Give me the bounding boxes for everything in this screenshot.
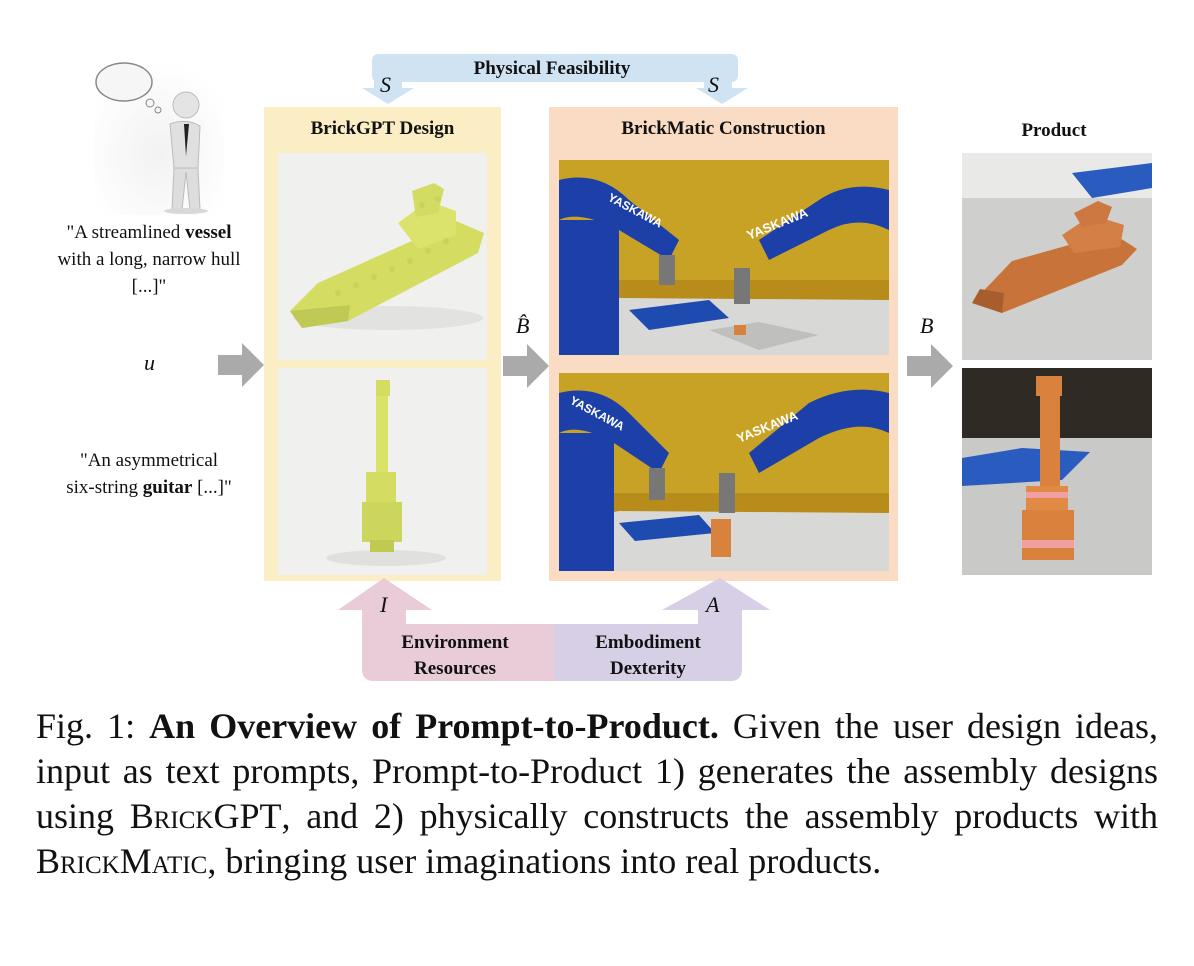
a-symbol: A — [706, 592, 720, 617]
caption-text-3: , bringing user imaginations into real p… — [207, 841, 882, 881]
environment-embodiment-arrow — [338, 578, 770, 681]
b-hat-symbol: B̂ — [516, 313, 530, 338]
environment-label: Environment — [401, 632, 509, 653]
prompt-vessel: "A streamlined vessel with a long, narro… — [30, 219, 268, 300]
product-title: Product — [1021, 120, 1087, 141]
guitar-design-image — [278, 368, 487, 575]
caption-brickgpt: BrickGPT — [129, 796, 282, 836]
prompt-vessel-keyword: vessel — [185, 222, 232, 243]
prompt-vessel-text-3: [...]" — [131, 276, 167, 297]
prompt-guitar: "An asymmetrical six-string guitar [...]… — [30, 447, 268, 501]
figure-caption: Fig. 1: An Overview of Prompt-to-Product… — [36, 704, 1158, 884]
vessel-design-image — [278, 153, 487, 360]
vessel-product-image — [962, 153, 1152, 360]
physical-feasibility-label: Physical Feasibility — [473, 58, 631, 79]
environment-resources-label: Environment Resources — [360, 630, 550, 682]
embodiment-label: Embodiment — [595, 632, 701, 653]
s-symbol-right: S — [708, 72, 719, 97]
u-symbol: u — [144, 350, 155, 375]
prompt-vessel-text-2: with a long, narrow hull — [57, 249, 241, 270]
brickmatic-construction-title: BrickMatic Construction — [621, 118, 826, 139]
design-to-construction-arrow-icon — [503, 344, 549, 388]
i-symbol: I — [380, 592, 388, 617]
dexterity-label: Dexterity — [610, 658, 686, 679]
prompt-vessel-text-1: "A streamlined — [66, 222, 186, 243]
thinking-person-icon — [94, 60, 224, 215]
caption-title: An Overview of Prompt-to-Product. — [149, 706, 719, 746]
s-symbol-left: S — [380, 72, 391, 97]
prompt-guitar-text-2: six-string — [66, 477, 143, 498]
b-symbol: B — [920, 313, 934, 338]
prompt-guitar-keyword: guitar — [142, 477, 193, 498]
caption-prefix: Fig. 1: — [36, 706, 150, 746]
prompt-guitar-text-3: [...]" — [192, 477, 232, 498]
caption-text-1: Given the user design ideas, input as te… — [36, 706, 1159, 836]
caption-brickmatic: BrickMatic — [36, 841, 208, 881]
input-arrow-icon — [218, 343, 264, 387]
robot-guitar-construction-image: YASKAWA YASKAWA — [559, 373, 889, 571]
brickgpt-design-title: BrickGPT Design — [310, 118, 455, 139]
embodiment-dexterity-label: Embodiment Dexterity — [556, 630, 740, 682]
physical-feasibility-arrow — [362, 54, 748, 104]
construction-to-product-arrow-icon — [907, 344, 953, 388]
guitar-product-image — [962, 368, 1152, 575]
prompt-guitar-text-1: "An asymmetrical — [79, 450, 219, 471]
resources-label: Resources — [414, 658, 496, 679]
robot-vessel-construction-image: YASKAWA YASKAWA — [559, 160, 889, 355]
caption-text-2: , and 2) physically constructs the assem… — [281, 796, 1158, 836]
